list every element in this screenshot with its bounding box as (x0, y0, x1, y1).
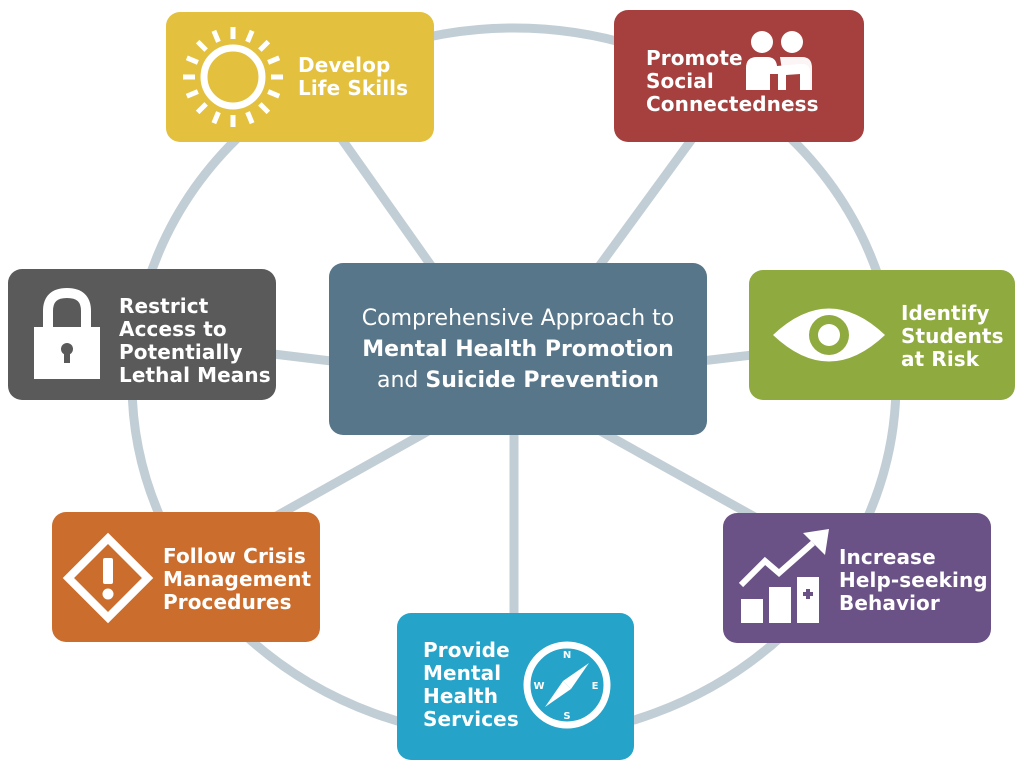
center-title-line3-prefix: and (376, 367, 426, 393)
compass-east-label: E (592, 681, 599, 692)
compass-south-label: S (563, 711, 570, 722)
compass-icon: N S E W (523, 641, 611, 729)
node-label: Identify Students at Risk (901, 301, 1004, 371)
node-provide-mental-health-services: Provide Mental Health Services N S E W (397, 613, 634, 760)
node-label: Develop Life Skills (298, 53, 409, 100)
node-label: Increase Help-seeking Behavior (839, 545, 988, 615)
center-box: Comprehensive Approach to Mental Health … (329, 263, 707, 435)
sun-ray (195, 102, 208, 115)
node-label: Provide Mental Health Services (423, 638, 519, 731)
sun-ray (245, 111, 255, 125)
sun-ray (258, 39, 271, 52)
people-icon (746, 31, 812, 90)
node-follow-crisis-management: Follow Crisis Management Procedures (52, 512, 320, 642)
sun-ray (245, 29, 255, 43)
node-label: Restrict Access to Potentially Lethal Me… (119, 294, 271, 387)
node-develop-life-skills: Develop Life Skills (166, 12, 434, 142)
lock-icon (34, 287, 100, 379)
sun-ray (211, 111, 221, 125)
sun-ray (195, 39, 208, 52)
warning-icon (62, 532, 154, 624)
node-restrict-access: Restrict Access to Potentially Lethal Me… (8, 269, 276, 400)
node-increase-help-seeking: Increase Help-seeking Behavior (723, 513, 991, 643)
sun-ray (185, 55, 199, 65)
compass-north-label: N (563, 650, 571, 661)
node-label: Follow Crisis Management Procedures (163, 544, 312, 614)
sun-ray (267, 89, 281, 99)
node-label: Promote Social Connectedness (646, 46, 819, 116)
sun-ray (258, 102, 271, 115)
eye-icon (773, 308, 885, 362)
sun-icon (183, 27, 283, 127)
center-title-line1: Comprehensive Approach to (361, 305, 675, 331)
compass-west-label: W (533, 681, 544, 692)
sun-ray (211, 29, 221, 43)
sun-ray (267, 55, 281, 65)
center-title-line3-bold: Suicide Prevention (425, 367, 659, 393)
node-promote-social-connectedness: Promote Social Connectedness (614, 10, 864, 142)
chart-growth-icon (738, 529, 829, 623)
node-identify-students-at-risk: Identify Students at Risk (749, 270, 1015, 400)
sun-ray (185, 89, 199, 99)
center-title-line2: Mental Health Promotion (362, 336, 674, 362)
